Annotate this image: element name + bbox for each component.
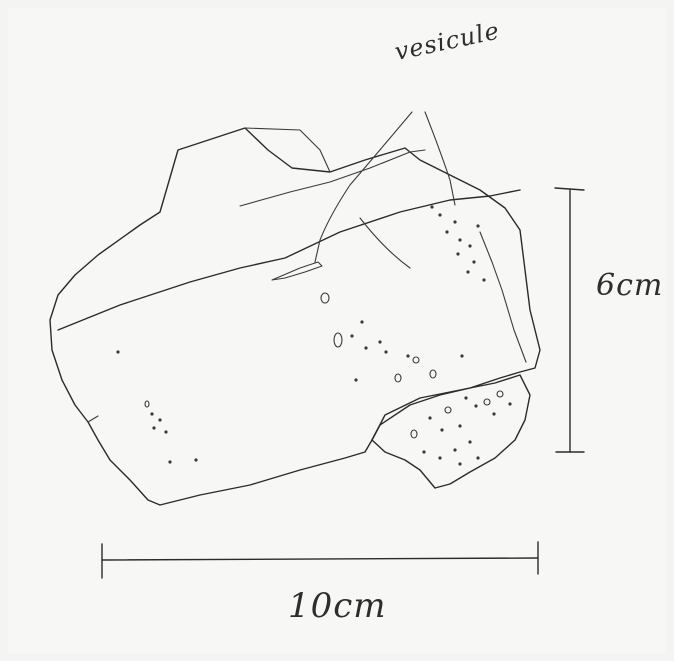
vesicle-oval (413, 357, 419, 363)
height-label: 6cm (596, 268, 663, 303)
vesicle-dot (466, 270, 469, 273)
vesicle-dot (453, 220, 456, 223)
height-scale-tick-top (555, 188, 584, 190)
vesicle-oval (395, 374, 401, 382)
vesicle-oval (445, 407, 451, 413)
vesicle-oval (411, 430, 417, 438)
vesicle-dot (445, 230, 448, 233)
vesicle-dot (422, 450, 425, 453)
vesicle-oval (321, 293, 329, 303)
vesicle-dot (438, 213, 441, 216)
vesicle-dot (440, 428, 443, 431)
fracture-line-upper (58, 190, 520, 330)
height-scale-bar (555, 188, 584, 452)
vesicle-dot (384, 350, 387, 353)
vesicle-dot (158, 418, 161, 421)
vesicle-dot (428, 416, 431, 419)
vesicle-dot (152, 426, 155, 429)
vesicle-dot (168, 460, 171, 463)
vesicle-dot (458, 238, 461, 241)
vesicle-dot (354, 378, 357, 381)
vesicle-oval (430, 370, 436, 378)
vesicle-dot (476, 456, 479, 459)
elongated-vesicle (272, 262, 322, 280)
vesicle-dot (164, 430, 167, 433)
vesicule-pointer-right (425, 112, 455, 205)
vesicle-dot (476, 224, 479, 227)
vesicle-oval (145, 401, 149, 407)
vesicle-dot (458, 424, 461, 427)
vesicle-dot (472, 260, 475, 263)
vesicle-ovals (145, 293, 503, 438)
vesicle-dot (150, 412, 153, 415)
vesicle-dot (438, 456, 441, 459)
vesicle-dot (460, 354, 463, 357)
vesicle-dot (468, 244, 471, 247)
vesicle-oval (484, 399, 490, 405)
vesicle-dot (492, 412, 495, 415)
vesicle-dot (482, 278, 485, 281)
fracture-line-top (240, 150, 425, 206)
vesicle-dot (406, 354, 409, 357)
vesicle-dot (474, 404, 477, 407)
vesicle-dot (364, 346, 367, 349)
vesicle-dot (468, 440, 471, 443)
vesicle-dot (194, 458, 197, 461)
vesicle-oval (334, 333, 342, 347)
left-notch (88, 416, 98, 422)
vesicle-dot (464, 396, 467, 399)
vesicle-dot (453, 448, 456, 451)
vesicle-dot (350, 334, 353, 337)
width-label: 10cm (288, 586, 387, 626)
vesicle-dot (116, 350, 119, 353)
rock-outline (50, 128, 540, 505)
inner-crack-right (480, 232, 526, 362)
vesicle-dot (378, 340, 381, 343)
vesicle-dot (360, 320, 363, 323)
vesicule-pointer-mid (360, 218, 410, 268)
width-scale-bar (102, 542, 538, 578)
vesicle-dot (456, 252, 459, 255)
vesicle-dot (458, 462, 461, 465)
width-scale-line (102, 558, 538, 560)
vesicle-oval (497, 391, 503, 397)
lower-right-block (372, 375, 530, 488)
vesicle-dot (430, 205, 433, 208)
vesicule-pointer-left (315, 112, 412, 262)
vesicle-dot (508, 402, 511, 405)
